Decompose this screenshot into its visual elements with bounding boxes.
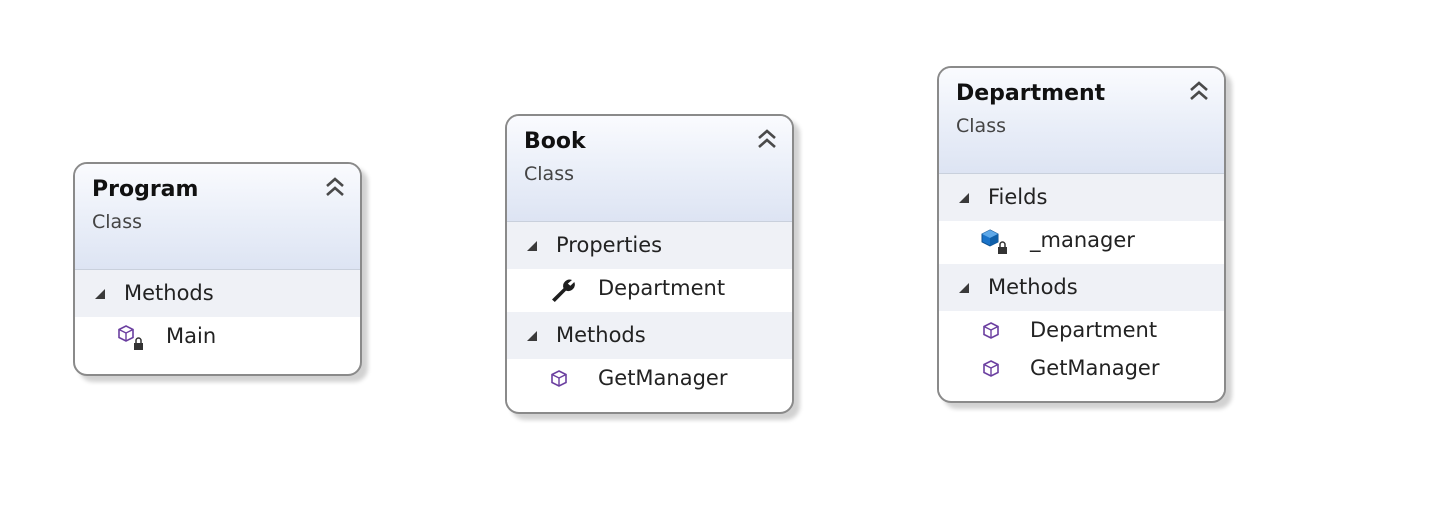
class-name: Program	[92, 177, 199, 202]
class-kind: Class	[524, 163, 574, 185]
section-fields[interactable]: Fields	[939, 174, 1224, 221]
member-main[interactable]: Main	[75, 317, 360, 360]
class-header: Department Class	[939, 68, 1224, 174]
section-methods[interactable]: Methods	[939, 264, 1224, 311]
member-department-constructor[interactable]: Department	[939, 311, 1224, 349]
private-field-icon	[981, 229, 1007, 254]
property-wrench-icon	[552, 279, 575, 302]
class-kind: Class	[956, 115, 1006, 137]
private-method-icon	[118, 325, 143, 350]
class-box-department[interactable]: Department Class Fields _manager Methods…	[937, 66, 1226, 403]
section-label: Methods	[988, 275, 1078, 299]
class-box-program[interactable]: Program Class Methods Main	[73, 162, 362, 376]
member-label: Department	[1030, 318, 1158, 342]
section-properties[interactable]: Properties	[507, 222, 792, 269]
section-methods[interactable]: Methods	[507, 312, 792, 359]
collapse-chevron-icon[interactable]	[324, 176, 346, 198]
expand-triangle-icon[interactable]	[527, 241, 537, 251]
method-icon	[983, 360, 999, 377]
member-department-property[interactable]: Department	[507, 269, 792, 312]
expand-triangle-icon[interactable]	[959, 193, 969, 203]
member-label: GetManager	[1030, 356, 1160, 380]
member-manager-field[interactable]: _manager	[939, 221, 1224, 264]
collapse-chevron-icon[interactable]	[756, 128, 778, 150]
section-methods[interactable]: Methods	[75, 270, 360, 317]
section-label: Methods	[124, 281, 214, 305]
class-header: Book Class	[507, 116, 792, 222]
member-getmanager[interactable]: GetManager	[507, 359, 792, 402]
section-label: Properties	[556, 233, 663, 257]
member-label: Main	[166, 324, 217, 348]
class-kind: Class	[92, 211, 142, 233]
member-label: Department	[598, 276, 726, 300]
expand-triangle-icon[interactable]	[959, 283, 969, 293]
section-label: Fields	[988, 185, 1048, 209]
member-label: _manager	[1030, 228, 1135, 252]
member-label: GetManager	[598, 366, 728, 390]
class-name: Book	[524, 129, 586, 154]
expand-triangle-icon[interactable]	[527, 331, 537, 341]
class-header: Program Class	[75, 164, 360, 270]
member-getmanager[interactable]: GetManager	[939, 349, 1224, 392]
method-icon	[551, 370, 567, 387]
expand-triangle-icon[interactable]	[95, 289, 105, 299]
collapse-chevron-icon[interactable]	[1188, 80, 1210, 102]
method-icon	[983, 322, 999, 339]
section-label: Methods	[556, 323, 646, 347]
class-box-book[interactable]: Book Class Properties Department Methods…	[505, 114, 794, 414]
class-name: Department	[956, 81, 1106, 106]
